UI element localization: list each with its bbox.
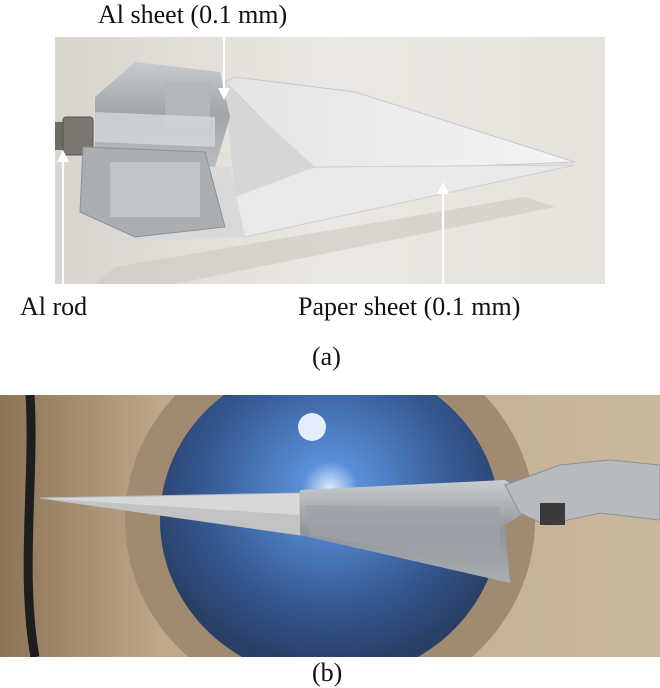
paper-sheet-label: Paper sheet (0.1 mm) (298, 292, 521, 321)
caption-b: (b) (312, 658, 343, 687)
al-rod-arrow (57, 150, 69, 290)
al-sheet-label: Al sheet (0.1 mm) (98, 0, 288, 29)
paper-sheet-arrow (437, 182, 449, 290)
caption-a: (a) (312, 342, 341, 371)
al-rod-label: Al rod (20, 292, 88, 321)
al-sheet-arrow (218, 36, 230, 100)
photo-panel-a (55, 37, 605, 284)
photo-panel-b (0, 395, 660, 657)
mounted-arrow-photo (0, 395, 660, 657)
paper-arrow-photo (55, 37, 605, 284)
